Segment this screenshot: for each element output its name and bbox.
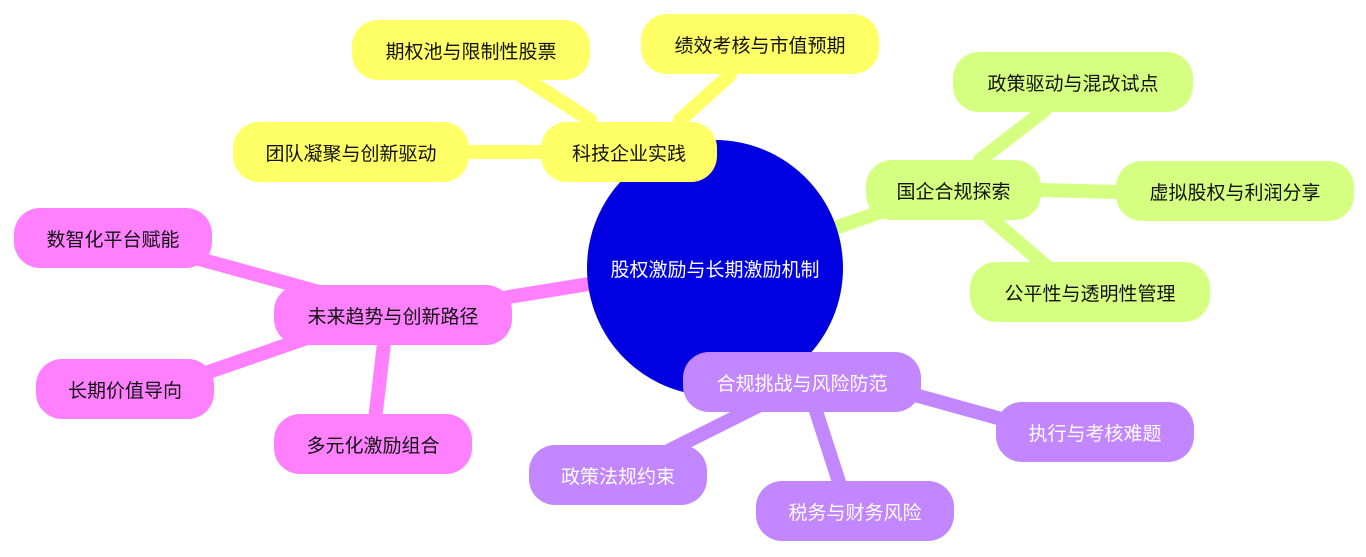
future-item-digital[interactable]: 数智化平台赋能 bbox=[14, 208, 212, 268]
soe-item-label: 政策驱动与混改试点 bbox=[987, 72, 1159, 95]
future-item-label: 长期价值导向 bbox=[67, 379, 182, 402]
risk-item-tax[interactable]: 税务与财务风险 bbox=[756, 481, 954, 541]
branch-soe-label: 国企合规探索 bbox=[896, 180, 1011, 203]
risk-item-regulation[interactable]: 政策法规约束 bbox=[529, 445, 707, 505]
tech-item-label: 期权池与限制性股票 bbox=[385, 40, 557, 63]
branch-soe[interactable]: 国企合规探索 bbox=[866, 160, 1041, 220]
future-item-label: 多元化激励组合 bbox=[306, 434, 440, 457]
link-tech-1 bbox=[513, 68, 597, 127]
tech-item-team[interactable]: 团队凝聚与创新驱动 bbox=[233, 122, 469, 182]
risk-item-label: 税务与财务风险 bbox=[788, 501, 922, 524]
branch-tech-label: 科技企业实践 bbox=[571, 142, 686, 165]
link-soe-1 bbox=[973, 103, 1052, 167]
risk-item-label: 政策法规约束 bbox=[560, 465, 675, 488]
future-item-long-term[interactable]: 长期价值导向 bbox=[36, 359, 214, 419]
risk-item-execution[interactable]: 执行与考核难题 bbox=[996, 402, 1194, 462]
branch-future[interactable]: 未来趋势与创新路径 bbox=[274, 285, 512, 345]
tech-item-performance[interactable]: 绩效考核与市值预期 bbox=[641, 14, 879, 74]
link-risk-1 bbox=[663, 398, 767, 457]
risk-item-label: 执行与考核难题 bbox=[1028, 422, 1162, 445]
link-risk-3 bbox=[908, 388, 1012, 427]
link-future-3 bbox=[368, 328, 392, 427]
future-item-label: 数智化平台赋能 bbox=[46, 228, 180, 251]
branch-risk[interactable]: 合规挑战与风险防范 bbox=[683, 352, 921, 412]
future-item-diversified[interactable]: 多元化激励组合 bbox=[274, 414, 472, 474]
link-soe-3 bbox=[983, 211, 1052, 272]
tech-item-label: 团队凝聚与创新驱动 bbox=[265, 142, 437, 165]
link-risk-2 bbox=[808, 401, 847, 492]
branch-future-label: 未来趋势与创新路径 bbox=[307, 305, 479, 328]
link-soe-2 bbox=[1033, 183, 1127, 199]
link-tech-2 bbox=[673, 68, 737, 127]
branch-risk-label: 合规挑战与风险防范 bbox=[716, 372, 888, 395]
branch-tech[interactable]: 科技企业实践 bbox=[541, 122, 717, 182]
tech-item-label: 绩效考核与市值预期 bbox=[674, 34, 846, 57]
soe-item-label: 公平性与透明性管理 bbox=[1004, 282, 1176, 305]
soe-item-fairness[interactable]: 公平性与透明性管理 bbox=[970, 262, 1210, 322]
soe-item-label: 虚拟股权与利润分享 bbox=[1149, 181, 1321, 204]
tech-item-stock-options[interactable]: 期权池与限制性股票 bbox=[352, 20, 590, 80]
root-label: 股权激励与长期激励机制 bbox=[610, 258, 820, 281]
soe-item-virtual-equity[interactable]: 虚拟股权与利润分享 bbox=[1116, 161, 1354, 221]
soe-item-policy[interactable]: 政策驱动与混改试点 bbox=[953, 52, 1193, 112]
